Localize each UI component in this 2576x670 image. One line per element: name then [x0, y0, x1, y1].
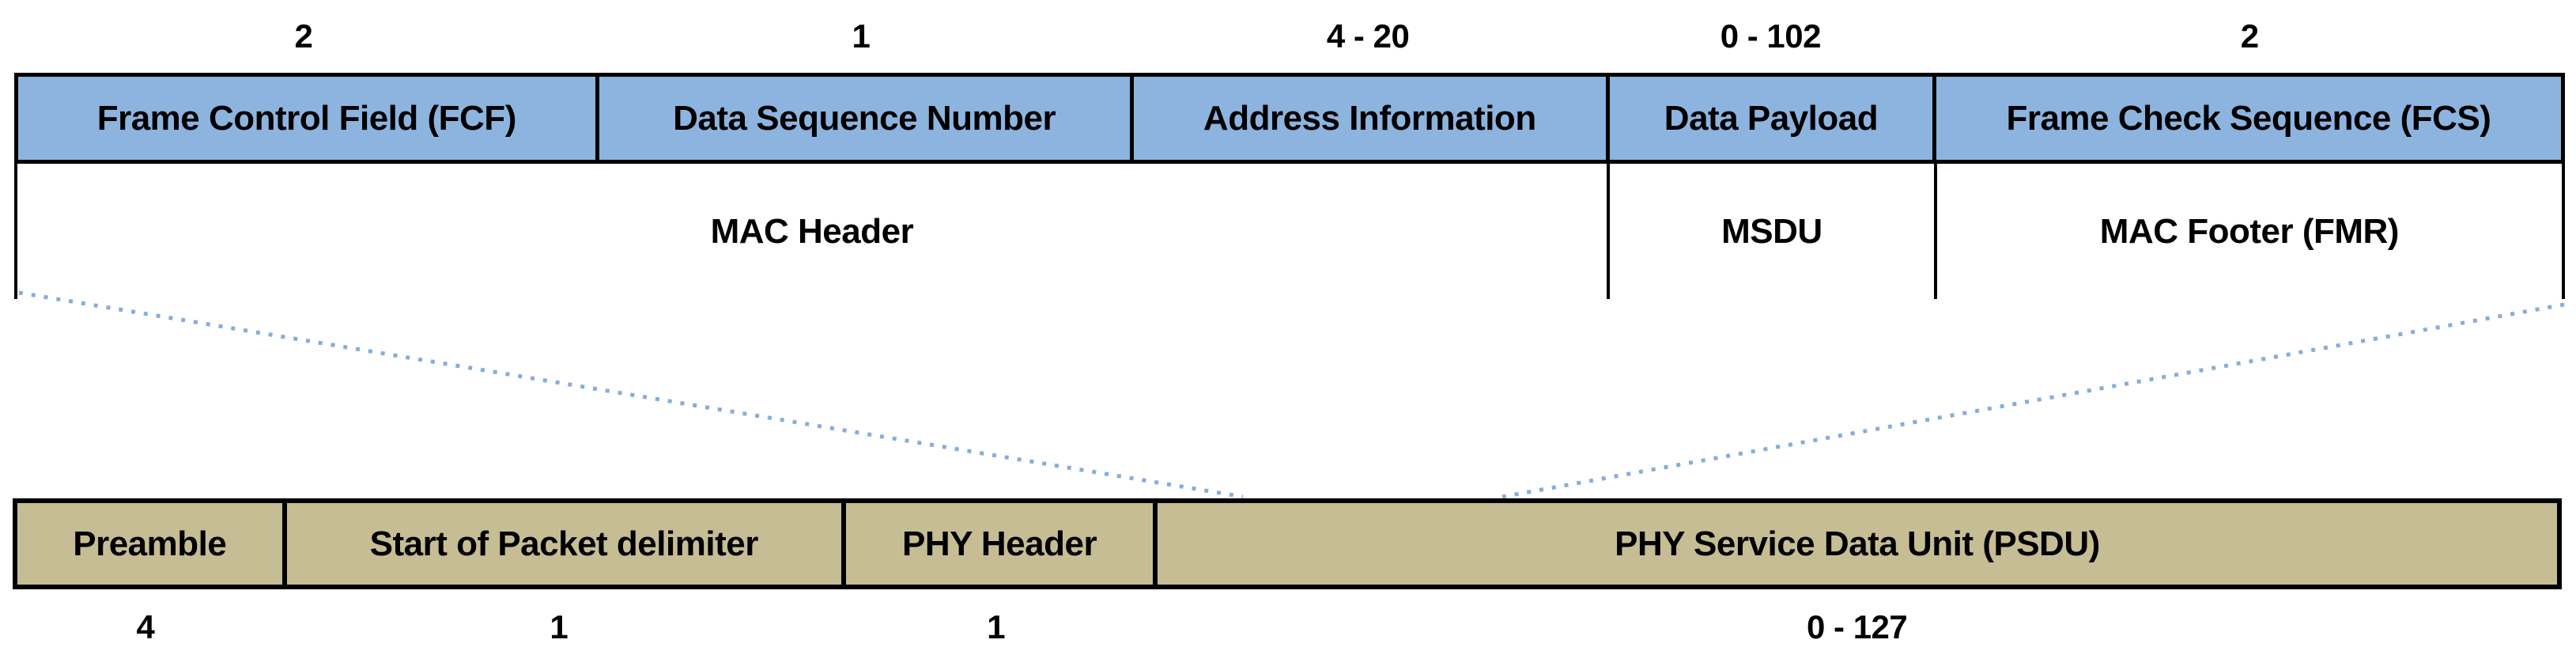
byte-count-address: 4 - 20 [1326, 17, 1410, 55]
mac-byte-counts-row: 2 1 4 - 20 0 - 102 2 [14, 0, 2565, 73]
byte-count-payload: 0 - 102 [1720, 17, 1822, 55]
mac-group-msdu: MSDU [1606, 164, 1934, 299]
mac-field-frame-check-sequence: Frame Check Sequence (FCS) [1932, 77, 2561, 160]
byte-count-preamble: 4 [136, 608, 155, 645]
mac-frame-table: Frame Control Field (FCF) Data Sequence … [13, 73, 2565, 164]
phy-byte-counts-row: 4 1 1 0 - 127 [13, 589, 2562, 664]
connector-right-dotted-line [1501, 302, 2565, 499]
mac-group-header: MAC Header [13, 164, 1607, 299]
byte-count-sop-delimiter: 1 [550, 608, 568, 645]
phy-frame-table: Preamble Start of Packet delimiter PHY H… [12, 498, 2562, 589]
byte-count-fcs: 2 [2240, 17, 2259, 55]
phy-field-start-of-packet-delimiter: Start of Packet delimiter [281, 503, 841, 585]
mac-field-data-payload: Data Payload [1606, 77, 1932, 160]
phy-field-psdu: PHY Service Data Unit (PSDU) [1153, 503, 2557, 585]
byte-count-psdu: 0 - 127 [1807, 608, 1908, 645]
mac-field-address-information: Address Information [1129, 77, 1606, 160]
mac-group-footer: MAC Footer (FMR) [1933, 164, 2565, 299]
mac-field-sequence-number: Data Sequence Number [595, 77, 1130, 160]
phy-field-phy-header: PHY Header [840, 503, 1154, 585]
byte-count-dsn: 1 [852, 17, 871, 55]
phy-field-preamble: Preamble [17, 503, 282, 585]
byte-count-fcf: 2 [294, 17, 313, 55]
byte-count-phy-header: 1 [987, 608, 1006, 645]
connector-left-dotted-line [18, 290, 1244, 499]
mac-field-frame-control: Frame Control Field (FCF) [17, 77, 595, 160]
mac-group-row: MAC Header MSDU MAC Footer (FMR) [13, 164, 2565, 299]
